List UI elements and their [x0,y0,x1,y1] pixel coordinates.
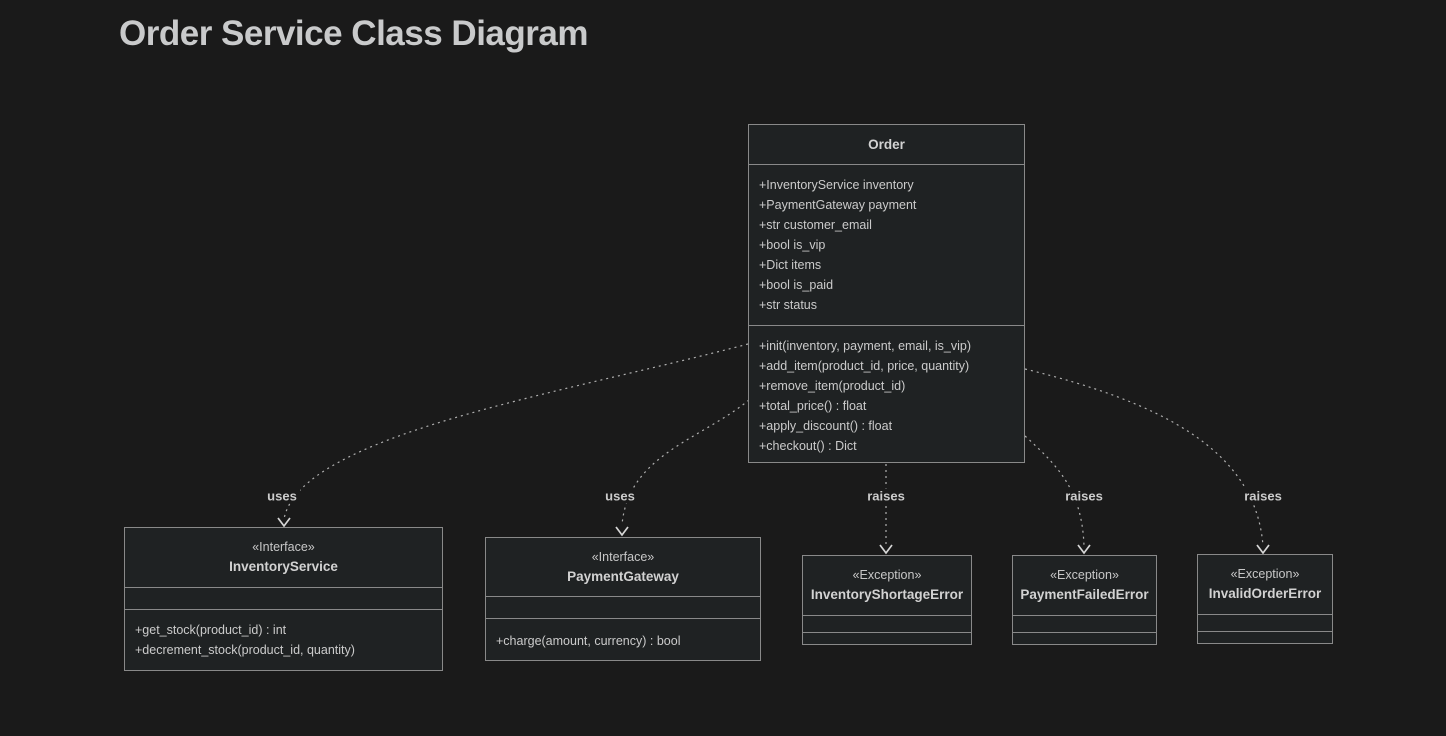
class-method: +remove_item(product_id) [759,379,906,393]
class-attribute: +bool is_paid [759,278,834,292]
class-title-invalidordererror: «Exception» InvalidOrderError [1198,555,1332,614]
class-attributes-inventoryservice [125,587,442,609]
edge-label-uses-inventoryservice: uses [264,488,300,504]
class-method: +total_price() : float [759,399,867,413]
page-title: Order Service Class Diagram [119,14,588,53]
class-method: +decrement_stock(product_id, quantity) [135,643,355,657]
class-method: +add_item(product_id, price, quantity) [759,359,970,373]
class-methods-paymentgateway: +charge(amount, currency) : bool [486,618,760,660]
edge-uses-paymentgateway [621,399,750,526]
class-name: PaymentFailedError [1020,587,1149,602]
class-methods-invalidordererror [1198,631,1332,643]
class-attributes-inventoryshortageerror [803,615,971,632]
class-method: +charge(amount, currency) : bool [496,634,681,648]
class-method: +get_stock(product_id) : int [135,623,287,637]
class-title-order: Order [749,125,1024,164]
class-title-inventoryservice: «Interface» InventoryService [125,528,442,587]
class-attributes-paymentfailederror [1013,615,1156,632]
edge-label-raises-invalidordererror: raises [1241,488,1285,504]
class-method: +apply_discount() : float [759,419,893,433]
arrowhead-paymentgateway [615,526,629,537]
edge-uses-inventoryservice [283,343,749,520]
class-attribute: +str status [759,298,818,312]
class-attribute: +str customer_email [759,218,872,232]
edge-label-raises-inventoryshortageerror: raises [864,488,908,504]
edge-label-raises-paymentfailederror: raises [1062,488,1106,504]
class-attributes-order: +InventoryService inventory +PaymentGate… [749,164,1024,325]
class-methods-inventoryshortageerror [803,632,971,644]
class-box-inventoryshortageerror: «Exception» InventoryShortageError [802,555,972,645]
class-attribute: +PaymentGateway payment [759,198,917,212]
class-method: +init(inventory, payment, email, is_vip) [759,339,972,353]
class-name: PaymentGateway [567,568,679,584]
class-name: InventoryService [229,559,338,574]
class-box-inventoryservice: «Interface» InventoryService +get_stock(… [124,527,443,671]
class-name: Order [868,136,905,152]
arrowhead-inventoryservice [277,517,291,528]
class-title-paymentgateway: «Interface» PaymentGateway [486,538,760,596]
class-methods-order: +init(inventory, payment, email, is_vip)… [749,325,1024,462]
class-attributes-invalidordererror [1198,614,1332,631]
arrowhead-inventoryshortageerror [879,544,893,555]
class-stereotype: «Interface» [252,540,315,554]
class-name: InventoryShortageError [810,587,964,602]
class-box-paymentgateway: «Interface» PaymentGateway +charge(amoun… [485,537,761,661]
class-attribute: +Dict items [759,258,822,272]
class-box-invalidordererror: «Exception» InvalidOrderError [1197,554,1333,644]
class-stereotype: «Interface» [591,549,655,564]
class-name: InvalidOrderError [1208,586,1322,601]
class-attribute: +InventoryService inventory [759,178,914,192]
arrowhead-invalidordererror [1256,544,1270,555]
class-attributes-paymentgateway [486,596,760,618]
class-attribute: +bool is_vip [759,238,826,252]
edge-raises-invalidordererror [1024,368,1264,547]
class-box-order: Order +InventoryService inventory +Payme… [748,124,1025,463]
class-title-paymentfailederror: «Exception» PaymentFailedError [1013,556,1156,615]
arrowhead-paymentfailederror [1077,544,1091,555]
class-stereotype: «Exception» [852,568,922,582]
class-method: +checkout() : Dict [759,439,857,453]
edge-label-uses-paymentgateway: uses [602,488,638,504]
class-box-paymentfailederror: «Exception» PaymentFailedError [1012,555,1157,645]
class-methods-inventoryservice: +get_stock(product_id) : int +decrement_… [125,609,442,670]
class-stereotype: «Exception» [1050,568,1119,582]
class-title-inventoryshortageerror: «Exception» InventoryShortageError [803,556,971,615]
class-methods-paymentfailederror [1013,632,1156,644]
class-stereotype: «Exception» [1230,567,1300,581]
